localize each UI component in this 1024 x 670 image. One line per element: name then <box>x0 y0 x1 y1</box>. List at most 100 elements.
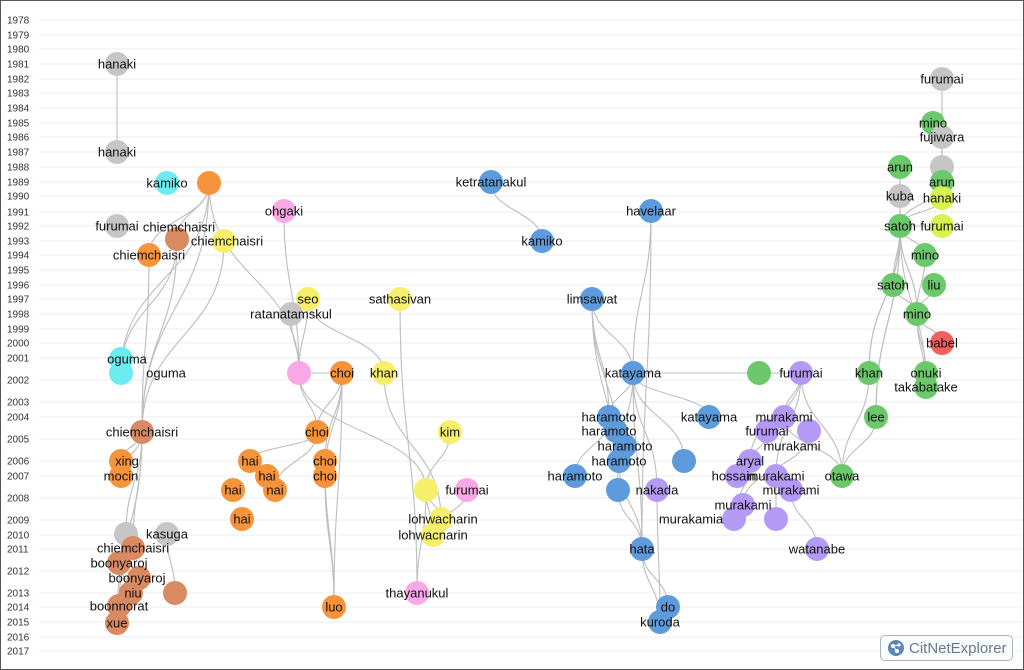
publication-node[interactable] <box>105 52 129 76</box>
publication-node[interactable] <box>630 537 654 561</box>
publication-label: haramoto <box>598 439 653 454</box>
publication-node[interactable] <box>405 581 429 605</box>
publication-node[interactable] <box>107 551 131 575</box>
citation-link <box>141 240 225 433</box>
publication-node[interactable] <box>639 199 663 223</box>
publication-node[interactable] <box>755 419 779 443</box>
publication-label: luo <box>325 600 342 615</box>
publication-node[interactable] <box>372 361 396 385</box>
publication-node[interactable] <box>421 523 445 547</box>
publication-node[interactable] <box>163 581 187 605</box>
publication-nodes[interactable] <box>105 52 954 635</box>
publication-node[interactable] <box>930 125 954 149</box>
publication-node[interactable] <box>438 420 462 444</box>
publication-node[interactable] <box>130 420 154 444</box>
publication-node[interactable] <box>913 243 937 267</box>
publication-node[interactable] <box>930 214 954 238</box>
publication-label: fujiwara <box>920 130 966 145</box>
publication-node[interactable] <box>155 522 179 546</box>
publication-node[interactable] <box>621 361 645 385</box>
publication-node[interactable] <box>479 170 503 194</box>
publication-node[interactable] <box>747 361 771 385</box>
publication-node[interactable] <box>914 375 938 399</box>
publication-node[interactable] <box>263 478 287 502</box>
publication-node[interactable] <box>607 449 631 473</box>
publication-node[interactable] <box>888 155 912 179</box>
publication-node[interactable] <box>105 214 129 238</box>
publication-node[interactable] <box>888 184 912 208</box>
year-label-1988: 1988 <box>7 163 30 174</box>
publication-node[interactable] <box>764 507 788 531</box>
publication-node[interactable] <box>722 507 746 531</box>
citation-link <box>283 210 300 374</box>
publication-node[interactable] <box>330 361 354 385</box>
publication-label: hanaki <box>98 145 136 160</box>
publication-node[interactable] <box>121 536 145 560</box>
year-label-2016: 2016 <box>7 633 30 644</box>
publication-node[interactable] <box>109 464 133 488</box>
publication-label: babel <box>926 336 958 351</box>
publication-node[interactable] <box>197 171 221 195</box>
publication-node[interactable] <box>648 610 672 634</box>
publication-node[interactable] <box>857 361 881 385</box>
publication-node[interactable] <box>414 478 438 502</box>
publication-label: furumai <box>920 72 963 87</box>
publication-node[interactable] <box>881 273 905 297</box>
publication-node[interactable] <box>313 464 337 488</box>
publication-node[interactable] <box>530 229 554 253</box>
publication-label: boonyaroj <box>90 556 147 571</box>
publication-node[interactable] <box>672 449 696 473</box>
publication-node[interactable] <box>930 67 954 91</box>
publication-node[interactable] <box>388 287 412 311</box>
publication-node[interactable] <box>580 287 604 311</box>
publication-label: hata <box>629 542 655 557</box>
publication-label: thayanukul <box>386 586 449 601</box>
publication-node[interactable] <box>455 478 479 502</box>
publication-label: havelaar <box>626 204 677 219</box>
publication-node[interactable] <box>905 302 929 326</box>
publication-label: hanaki <box>98 57 136 72</box>
publication-node[interactable] <box>221 478 245 502</box>
citation-link <box>632 210 652 374</box>
year-label-1993: 1993 <box>7 237 30 248</box>
publication-node[interactable] <box>606 478 630 502</box>
publication-node[interactable] <box>697 405 721 429</box>
publication-label: mino <box>911 248 939 263</box>
publication-node[interactable] <box>272 199 296 223</box>
publication-node[interactable] <box>645 478 669 502</box>
publication-node[interactable] <box>805 537 829 561</box>
publication-node[interactable] <box>322 595 346 619</box>
publication-node[interactable] <box>779 478 803 502</box>
publication-node[interactable] <box>888 214 912 238</box>
publication-node[interactable] <box>105 140 129 164</box>
publication-node[interactable] <box>279 302 303 326</box>
publication-node[interactable] <box>105 611 129 635</box>
publication-node[interactable] <box>725 464 749 488</box>
publication-node[interactable] <box>563 464 587 488</box>
publication-node[interactable] <box>930 186 954 210</box>
year-label-1995: 1995 <box>7 266 30 277</box>
publication-node[interactable] <box>109 361 133 385</box>
publication-node[interactable] <box>772 405 796 429</box>
publication-node[interactable] <box>212 229 236 253</box>
publication-node[interactable] <box>797 419 821 443</box>
publication-node[interactable] <box>305 420 329 444</box>
publication-node[interactable] <box>930 331 954 355</box>
publication-node[interactable] <box>155 171 179 195</box>
publication-node[interactable] <box>764 464 788 488</box>
publication-node[interactable] <box>165 227 189 251</box>
publication-node[interactable] <box>789 361 813 385</box>
publication-node[interactable] <box>864 405 888 429</box>
publication-node[interactable] <box>830 464 854 488</box>
publication-node[interactable] <box>137 243 161 267</box>
publication-node[interactable] <box>922 273 946 297</box>
year-label-1986: 1986 <box>7 133 30 144</box>
publication-node[interactable] <box>230 507 254 531</box>
publication-node[interactable] <box>296 287 320 311</box>
publication-node[interactable] <box>287 361 311 385</box>
publication-node[interactable] <box>238 449 262 473</box>
publication-label: hai <box>241 454 258 469</box>
